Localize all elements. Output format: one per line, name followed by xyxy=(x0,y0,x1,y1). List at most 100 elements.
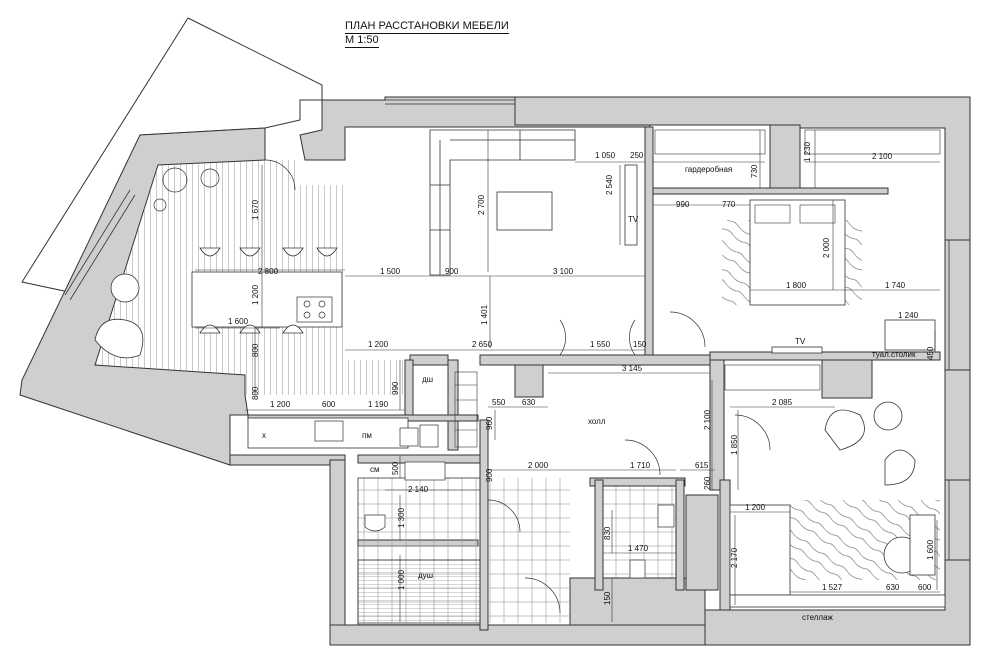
plan-scale: М 1:50 xyxy=(345,34,379,48)
dim-500: 500 xyxy=(391,461,400,475)
dim-1800: 1 800 xyxy=(786,281,807,290)
dim-150a: 150 xyxy=(633,340,647,349)
sofa xyxy=(429,129,576,276)
dim-615: 615 xyxy=(695,461,709,470)
dishwasher-label: дш xyxy=(422,375,433,384)
dim-1240: 1 240 xyxy=(898,311,919,320)
dim-900: 900 xyxy=(445,267,459,276)
exterior-walls xyxy=(19,96,971,646)
dim-3145: 3 145 xyxy=(622,364,643,373)
balcony xyxy=(21,17,323,296)
bed-1 xyxy=(722,199,862,306)
dim-1600a: 1 600 xyxy=(228,317,249,326)
dim-2540: 2 540 xyxy=(605,174,614,195)
plants xyxy=(153,167,220,212)
toilet-1 xyxy=(364,514,386,532)
dim-1050: 1 050 xyxy=(595,151,616,160)
tv-unit-bedroom xyxy=(771,346,823,354)
dim-730: 730 xyxy=(750,164,759,178)
cm-label: см xyxy=(370,465,380,474)
tv-label-living: TV xyxy=(628,215,639,224)
dim-990b: 990 xyxy=(391,381,400,395)
dim-830: 830 xyxy=(603,526,612,540)
dim-1200a: 1 200 xyxy=(251,284,260,305)
dim-600a: 600 xyxy=(322,400,336,409)
dim-800a: 800 xyxy=(251,343,260,357)
washer xyxy=(399,427,419,447)
dim-1401: 1 401 xyxy=(480,304,489,325)
dim-2800: 2 800 xyxy=(258,267,279,276)
dryer xyxy=(419,424,439,448)
dim-1190: 1 190 xyxy=(368,400,389,409)
plan-title-text: ПЛАН РАССТАНОВКИ МЕБЕЛИ xyxy=(345,20,509,34)
shelving-label: стеллаж xyxy=(802,613,834,622)
dim-960: 960 xyxy=(485,416,494,430)
dim-1300: 1 300 xyxy=(397,507,406,528)
dim-1740: 1 740 xyxy=(885,281,906,290)
dim-1550: 1 550 xyxy=(590,340,611,349)
dressing-table-label: туал.столик xyxy=(872,350,916,359)
toilet-2 xyxy=(629,559,646,579)
fridge-label: х xyxy=(262,431,266,440)
dim-630b: 630 xyxy=(886,583,900,592)
shelving-unit xyxy=(729,594,946,608)
windows xyxy=(64,99,950,560)
dim-770: 770 xyxy=(722,200,736,209)
dim-250: 250 xyxy=(630,151,644,160)
dressing-table xyxy=(884,319,936,351)
dim-1670: 1 670 xyxy=(251,199,260,220)
dim-2170: 2 170 xyxy=(730,547,739,568)
dim-1230: 1 230 xyxy=(803,141,812,162)
dim-2085: 2 085 xyxy=(772,398,793,407)
bar-stools xyxy=(199,247,338,334)
doors xyxy=(264,159,771,614)
shower-label: душ xyxy=(418,571,433,580)
dim-550: 550 xyxy=(492,398,506,407)
tv-unit-living xyxy=(624,164,638,246)
tv-label-bedroom: TV xyxy=(795,337,806,346)
dim-2700: 2 700 xyxy=(477,194,486,215)
stair-closet xyxy=(454,371,478,448)
small-sink xyxy=(657,504,675,528)
dim-1527: 1 527 xyxy=(822,583,843,592)
dim-1470: 1 470 xyxy=(628,544,649,553)
dim-600b: 600 xyxy=(918,583,932,592)
dim-1850: 1 850 xyxy=(730,434,739,455)
dim-1500: 1 500 xyxy=(380,267,401,276)
wardrobe-label: гардеробная xyxy=(685,165,732,174)
cooktop xyxy=(296,296,333,323)
dim-260: 260 xyxy=(703,476,712,490)
dim-2000b: 2 000 xyxy=(528,461,549,470)
dim-2100a: 2 100 xyxy=(872,152,893,161)
dim-1600b: 1 600 xyxy=(926,539,935,560)
dim-1200d: 1 200 xyxy=(745,503,766,512)
dim-1200b: 1 200 xyxy=(368,340,389,349)
hall-label: холл xyxy=(588,417,606,426)
wardrobe-shelving xyxy=(654,129,941,391)
dim-900b: 900 xyxy=(485,468,494,482)
dim-450: 450 xyxy=(926,346,935,360)
dishwasher-pm-label: пм xyxy=(362,431,372,440)
dim-1200c: 1 200 xyxy=(270,400,291,409)
kitchen-sink xyxy=(314,420,344,442)
bathroom-sink xyxy=(404,461,446,481)
desk xyxy=(909,514,936,576)
dim-990a: 990 xyxy=(676,200,690,209)
lounge-chair-balcony xyxy=(94,273,144,359)
dim-2140: 2 140 xyxy=(408,485,429,494)
dim-1710: 1 710 xyxy=(630,461,651,470)
dim-150b: 150 xyxy=(603,591,612,605)
plan-title: ПЛАН РАССТАНОВКИ МЕБЕЛИ М 1:50 xyxy=(345,20,509,48)
dimension-labels: 1 050 250 2 540 2 700 1 230 2 100 730 99… xyxy=(228,141,935,605)
dimension-lines xyxy=(195,130,940,622)
dim-1000: 1 000 xyxy=(397,569,406,590)
dim-2000a: 2 000 xyxy=(822,237,831,258)
coffee-table xyxy=(496,191,553,231)
dim-630a: 630 xyxy=(522,398,536,407)
dim-3100: 3 100 xyxy=(553,267,574,276)
dim-800b: 800 xyxy=(251,386,260,400)
kitchen-island xyxy=(191,271,343,328)
dim-2650: 2 650 xyxy=(472,340,493,349)
dim-2100b: 2 100 xyxy=(703,409,712,430)
